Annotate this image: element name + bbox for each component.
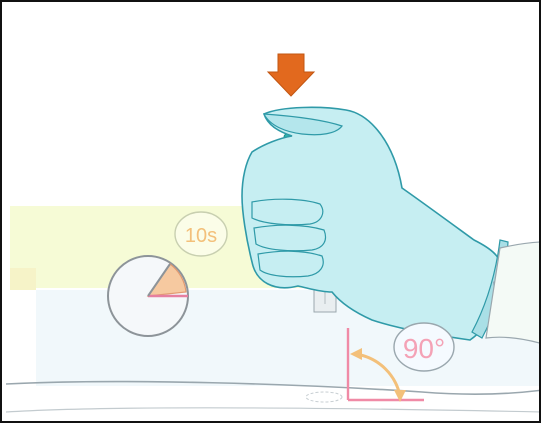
down-arrow-icon xyxy=(268,54,314,96)
thigh-lower-outline xyxy=(6,408,541,412)
glove-finger-1 xyxy=(252,199,323,225)
timer-label: 10s xyxy=(185,225,217,247)
glove-finger-2 xyxy=(254,225,326,251)
glove-finger-3 xyxy=(258,251,323,277)
injection-site xyxy=(306,392,342,402)
angle-label: 90° xyxy=(403,333,445,364)
left-band-stub xyxy=(10,268,36,290)
